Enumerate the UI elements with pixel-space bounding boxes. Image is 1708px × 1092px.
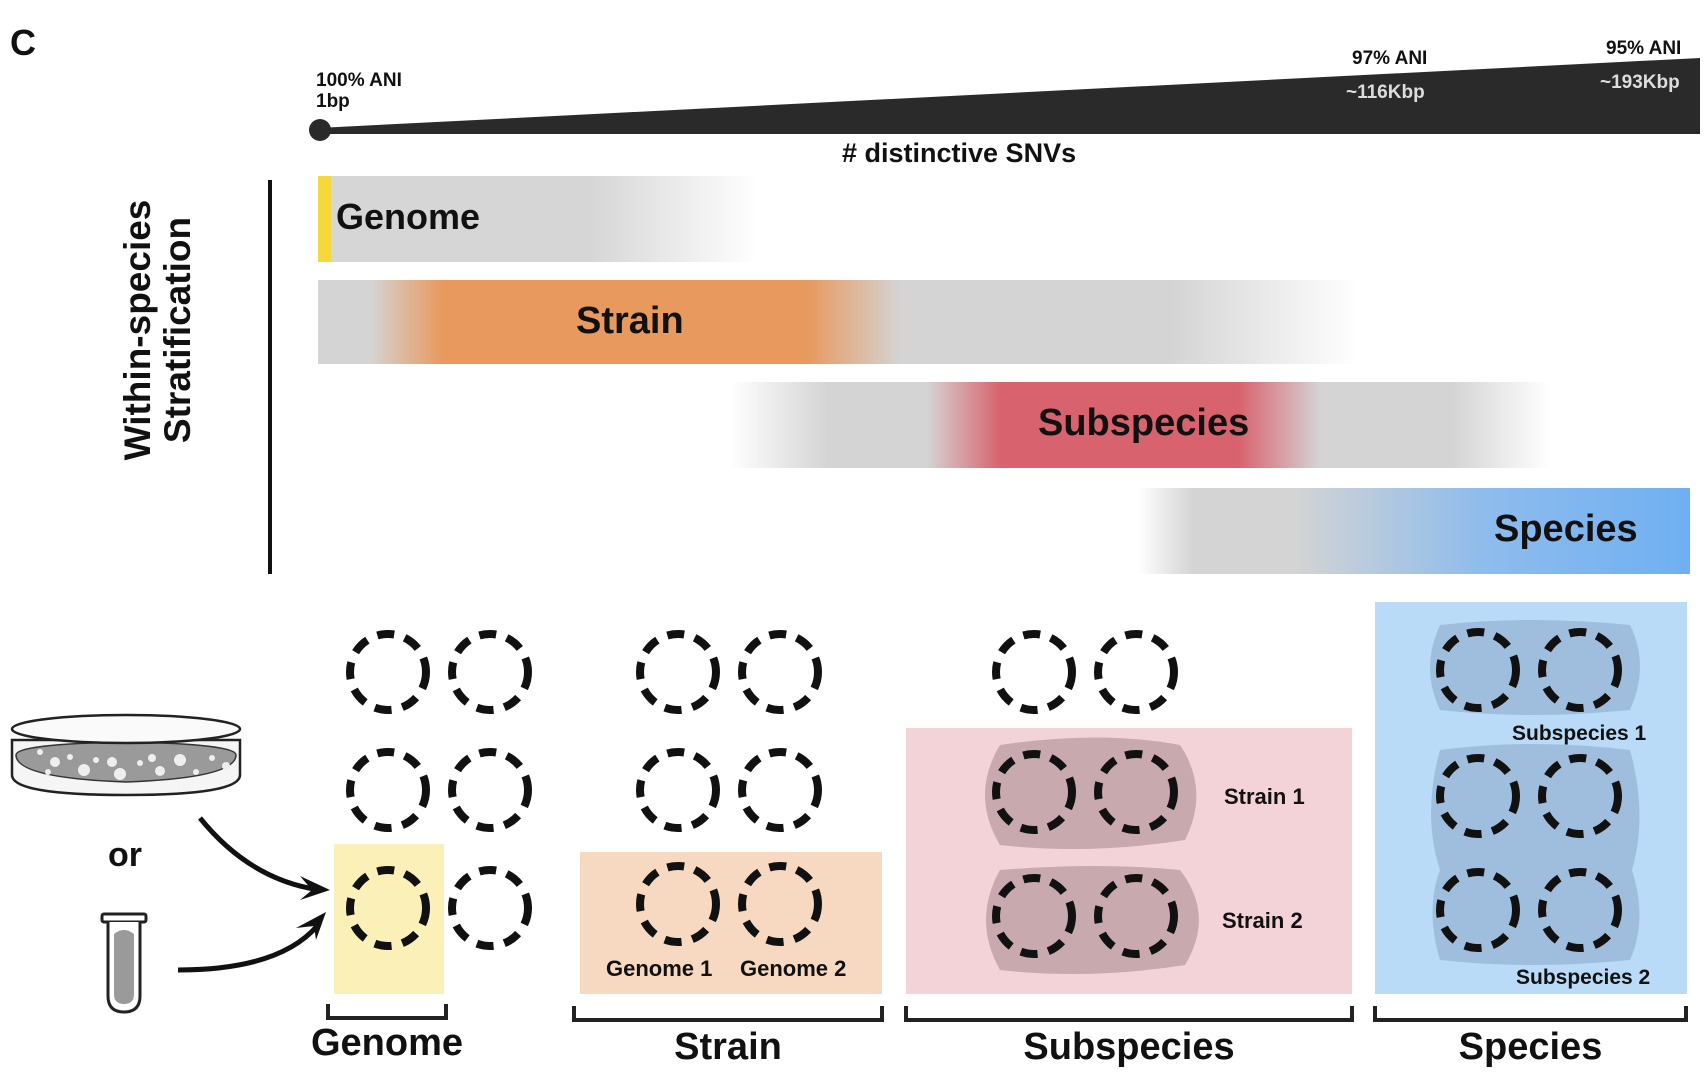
or-label: or [108, 836, 142, 874]
caption-strain: Strain [674, 1026, 782, 1068]
arrow-icon [177, 816, 321, 973]
caption-species: Species [1458, 1026, 1603, 1068]
genome-circle [452, 870, 528, 946]
genome-circle [742, 752, 818, 828]
bar-strain: Strain [318, 280, 1358, 364]
strain-1-label: Strain 1 [1224, 784, 1305, 809]
axis-end-ani: 95% ANI [1606, 38, 1682, 59]
snv-wedge [318, 58, 1700, 134]
test-tube-icon [100, 912, 148, 1014]
strain-highlight [580, 852, 882, 994]
arrow-head-icon [296, 912, 326, 940]
axis-label: # distinctive SNVs [842, 138, 1077, 168]
bar-genome: Genome [318, 176, 758, 262]
genome-circle [996, 634, 1072, 710]
axis-start-label: 100% ANI 1bp [316, 70, 402, 112]
caption-genome: Genome [310, 1022, 464, 1064]
caption-subspecies: Subspecies [1023, 1026, 1235, 1068]
genome-circle [742, 634, 818, 710]
genome-circle-selected [350, 870, 426, 946]
axis-start-size: 1bp [316, 91, 350, 112]
genome-1-circle [640, 866, 716, 942]
strain-2-label: Strain 2 [1222, 908, 1303, 933]
strain-2-blob [986, 866, 1199, 974]
genome-marker [318, 176, 331, 262]
subspecies-1-label: Subspecies 1 [1512, 722, 1647, 745]
axis-start-dot [309, 119, 331, 141]
bar-genome-label: Genome [336, 196, 481, 237]
axis-start-ani: 100% ANI [316, 70, 402, 91]
side-divider [268, 180, 272, 574]
genome-circle [350, 752, 426, 828]
genome-circle [452, 634, 528, 710]
bar-species: Species [1138, 488, 1690, 574]
bar-subspecies-label: Subspecies [1038, 402, 1250, 444]
panel-label: C [10, 22, 36, 63]
bar-species-label: Species [1494, 508, 1638, 550]
bar-subspecies: Subspecies [730, 382, 1550, 468]
genome-2-circle [742, 866, 818, 942]
genome-circle [1098, 634, 1174, 710]
genome-1-label: Genome 1 [606, 956, 713, 981]
genome-circle [640, 634, 716, 710]
genome-circle [350, 634, 426, 710]
bracket [326, 1004, 1688, 1022]
axis-mid-size: ~116Kbp [1346, 82, 1425, 103]
axis-mid-ani: 97% ANI [1352, 48, 1428, 69]
arrow-head-icon [300, 876, 330, 900]
axis-end-size: ~193Kbp [1600, 72, 1680, 93]
genome-2-label: Genome 2 [740, 956, 847, 981]
genome-circle [452, 752, 528, 828]
strain-1-blob [985, 737, 1197, 849]
petri-dish-icon [10, 713, 242, 797]
subspecies-2-label: Subspecies 2 [1516, 966, 1651, 989]
subspecies-2-blob [1431, 744, 1640, 965]
subspecies-1-blob [1430, 620, 1640, 715]
genome-circle [640, 752, 716, 828]
ani-axis [309, 58, 1700, 141]
bar-strain-label: Strain [576, 300, 684, 342]
